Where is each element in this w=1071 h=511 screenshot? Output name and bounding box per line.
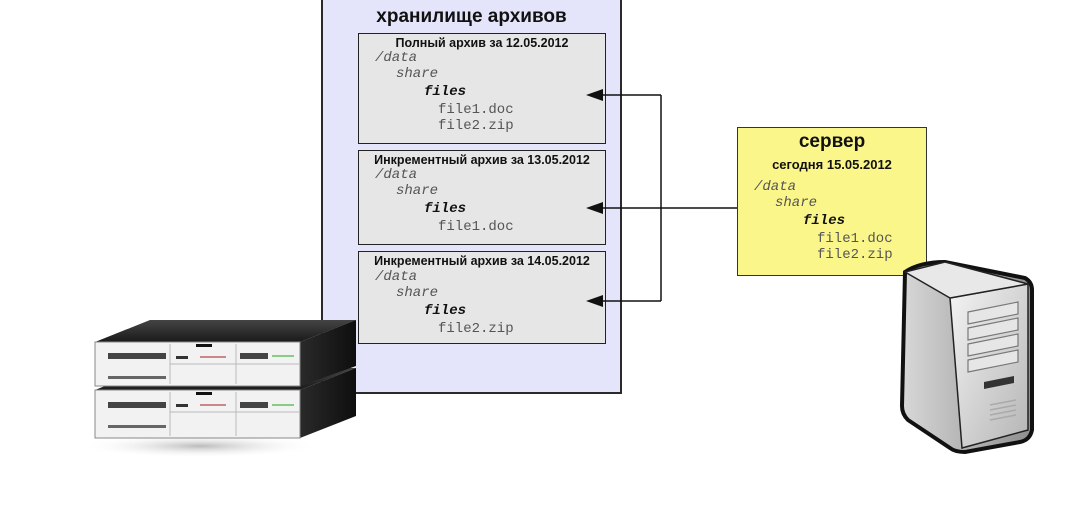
archive-title: Полный архив за 12.05.2012 [395,36,569,50]
tree-subdir: files [803,213,846,229]
server-date: сегодня 15.05.2012 [772,157,892,172]
tree-dir: share [775,195,818,211]
tree-file: file1.doc [817,231,893,247]
tree-file: file1.doc [438,102,514,118]
server-title: сервер [798,131,866,152]
storage-title: хранилище архивов [376,6,567,27]
tree-root: /data [754,179,797,195]
tree-dir: share [396,285,439,301]
tree-root: /data [375,269,418,285]
archive-full: Полный архив за 12.05.2012 /data share f… [358,33,606,144]
tree-dir: share [396,66,439,82]
archive-title: Инкрементный архив за 14.05.2012 [374,254,590,268]
arrowhead [586,202,603,214]
archive-title: Инкрементный архив за 13.05.2012 [374,153,590,167]
tree-file: file2.zip [438,321,514,337]
tree-root: /data [375,50,418,66]
server-box: сервер сегодня 15.05.2012 /data share fi… [737,127,927,276]
tree-file: file2.zip [817,247,893,263]
archive-incremental-2: Инкрементный архив за 14.05.2012 /data s… [358,251,606,344]
tree-root: /data [375,167,418,183]
tree-file: file2.zip [438,118,514,134]
arrowhead [586,89,603,101]
tree-subdir: files [424,201,467,217]
tree-dir: share [396,183,439,199]
arrowhead [586,295,603,307]
tree-subdir: files [424,84,467,100]
archive-incremental-1: Инкрементный архив за 13.05.2012 /data s… [358,150,606,245]
tree-subdir: files [424,303,467,319]
tree-file: file1.doc [438,219,514,235]
